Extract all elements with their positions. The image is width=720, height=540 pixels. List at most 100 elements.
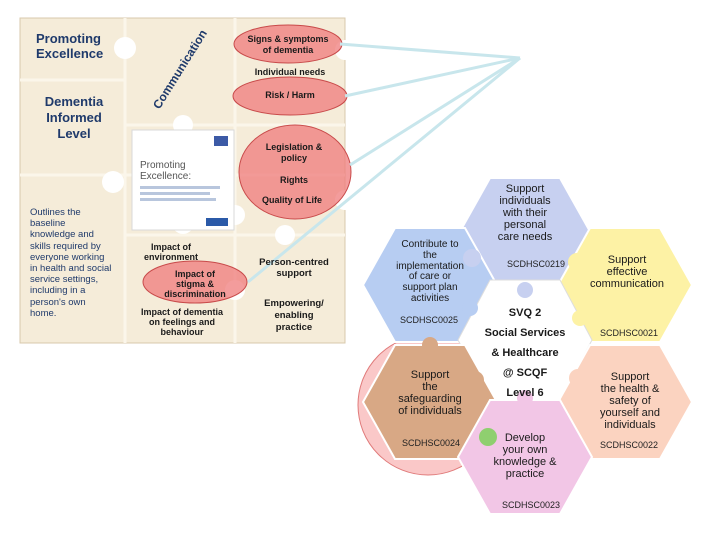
hex-upper-right-title: Support effective communication <box>580 254 674 291</box>
desc-line: Outlines the <box>30 207 81 218</box>
hex-bottom-line4: practice <box>505 467 545 480</box>
nhs-logo <box>214 136 228 146</box>
risk-harm-label: Risk / Harm <box>265 90 315 100</box>
desc-line: service settings, <box>30 274 99 286</box>
hex-ul-line6: activities <box>410 292 450 304</box>
document-thumbnail <box>131 129 235 231</box>
hex-top-line2: individuals <box>499 194 551 207</box>
impact-stigma-line1: Impact of <box>174 269 215 279</box>
person-centred-label: Person-centred support <box>240 257 348 279</box>
hex-upper-left-code: SCDHSC0025 <box>400 315 459 325</box>
hex-lower-right-title: Support the health & safety of yourself … <box>578 371 682 431</box>
desc-line: including in a <box>30 285 86 297</box>
legislation-line2: policy <box>280 153 307 163</box>
empowering-line1: Empowering/ <box>264 298 324 309</box>
level-line2: Informed <box>46 110 102 125</box>
hex-lower-left-code: SCDHSC0024 <box>402 438 461 448</box>
person-centred-line1: Person-centred <box>259 257 329 268</box>
impact-stigma-line2: stigma & <box>175 279 214 289</box>
title-line2: Excellence <box>36 46 104 61</box>
desc-line: skills required by <box>30 240 101 252</box>
hex-top-title: Support individuals with their personal … <box>478 183 572 243</box>
connector-lines <box>247 42 521 284</box>
desc-line: in health and social <box>30 263 112 275</box>
impact-stigma-label: Impact of stigma & discrimination <box>150 269 240 299</box>
hex-puzzle-tabs <box>422 249 588 446</box>
legislation-label: Legislation & policy <box>240 142 348 164</box>
person-centred-line2: support <box>276 268 312 279</box>
impact-feelings-line1: Impact of dementia <box>140 307 223 317</box>
scotland-logo <box>206 218 228 226</box>
impact-feelings-label: Impact of dementia on feelings and behav… <box>128 307 236 337</box>
level-line3: Level <box>57 126 91 141</box>
empowering-label: Empowering/ enabling practice <box>240 298 348 334</box>
hex-upper-left-title: Contribute to the implementation of care… <box>383 239 477 305</box>
level-line1: Dementia <box>44 94 104 109</box>
signs-line1: Signs & symptoms <box>247 34 329 44</box>
hex-lr-line3: safety of <box>609 394 651 407</box>
impact-env-line2: environment <box>143 252 198 262</box>
dementia-level-title: Dementia Informed Level <box>26 94 122 142</box>
hex-top-line3: with their <box>502 206 548 219</box>
hex-bottom-line1: Develop <box>504 432 546 444</box>
impact-feelings-line2: on feelings and <box>148 317 215 327</box>
hex-center-line3: & Healthcare <box>491 347 559 359</box>
impact-environment-label: Impact of environment <box>128 242 214 262</box>
hex-ur-line3: communication <box>590 277 664 290</box>
hex-center-title: SVQ 2 Social Services & Healthcare @ SCQ… <box>472 303 578 403</box>
highlight-legislation <box>238 124 352 220</box>
hex-top-line5: care needs <box>497 230 553 243</box>
doc-title-line1: Promoting <box>140 160 186 171</box>
desc-line: knowledge and <box>30 229 94 241</box>
hex-center-line4: @ SCQF <box>502 367 548 379</box>
hex-top-line1: Support <box>505 183 545 195</box>
impact-stigma-line3: discrimination <box>164 289 226 299</box>
hex-lower-left-title: Support the safeguarding of individuals <box>383 369 477 418</box>
desc-line: baseline <box>30 218 66 230</box>
hex-top-line4: personal <box>503 218 547 231</box>
document-title: Promoting Excellence: <box>140 160 191 182</box>
doc-title-line2: Excellence: <box>140 171 192 182</box>
impact-feelings-line3: behaviour <box>160 327 204 337</box>
desc-line: person's own <box>30 296 86 308</box>
desc-line: home. <box>30 307 57 319</box>
hex-bottom-title: Develop your own knowledge & practice <box>478 432 572 481</box>
hex-ul-line2: the <box>423 249 437 261</box>
hex-ll-line4: of individuals <box>398 404 462 417</box>
hex-bottom-line3: knowledge & <box>493 455 557 468</box>
empowering-line2: enabling <box>274 310 314 321</box>
quality-of-life-label: Quality of Life <box>261 195 322 205</box>
signs-symptoms-label: Signs & symptoms of dementia <box>234 34 342 56</box>
hex-ll-line1: Support <box>410 369 450 381</box>
hex-bottom-line2: your own <box>502 443 548 456</box>
promoting-excellence-title: Promoting Excellence <box>36 31 103 61</box>
hex-ul-line3: implementation <box>396 260 464 272</box>
hex-bottom-code: SCDHSC0023 <box>502 500 561 510</box>
signs-line2: of dementia <box>262 45 314 55</box>
hex-lr-line5: individuals <box>604 418 656 431</box>
hex-top-code: SCDHSC0219 <box>507 259 566 269</box>
hex-ll-line3: safeguarding <box>398 392 462 405</box>
hex-center-line2: Social Services <box>484 327 566 339</box>
rights-label: Rights <box>280 175 308 185</box>
hex-ll-line2: the <box>422 380 438 393</box>
hex-center-line1: SVQ 2 <box>508 307 542 319</box>
hex-ul-line1: Contribute to <box>401 239 459 250</box>
title-line1: Promoting <box>36 31 101 46</box>
highlight-stigma <box>142 260 248 304</box>
description-text: Outlines the baseline knowledge and skil… <box>30 207 126 319</box>
hex-upper-right-code: SCDHSC0021 <box>600 328 659 338</box>
empowering-line3: practice <box>275 322 313 333</box>
hex-lr-line4: yourself and <box>600 406 660 419</box>
hex-ul-line5: support plan <box>402 282 458 294</box>
hex-lower-right-code: SCDHSC0022 <box>600 440 659 450</box>
hex-center-line5: Level 6 <box>506 387 544 399</box>
hex-ur-line1: Support <box>607 254 647 266</box>
individual-needs-label: Individual needs <box>254 67 326 77</box>
legislation-line1: Legislation & <box>265 142 323 152</box>
hex-ur-line2: effective <box>606 265 648 278</box>
hex-ul-line4: of care or <box>408 271 452 283</box>
hex-lr-line2: the health & <box>600 382 660 395</box>
hex-lr-line1: Support <box>610 371 650 383</box>
